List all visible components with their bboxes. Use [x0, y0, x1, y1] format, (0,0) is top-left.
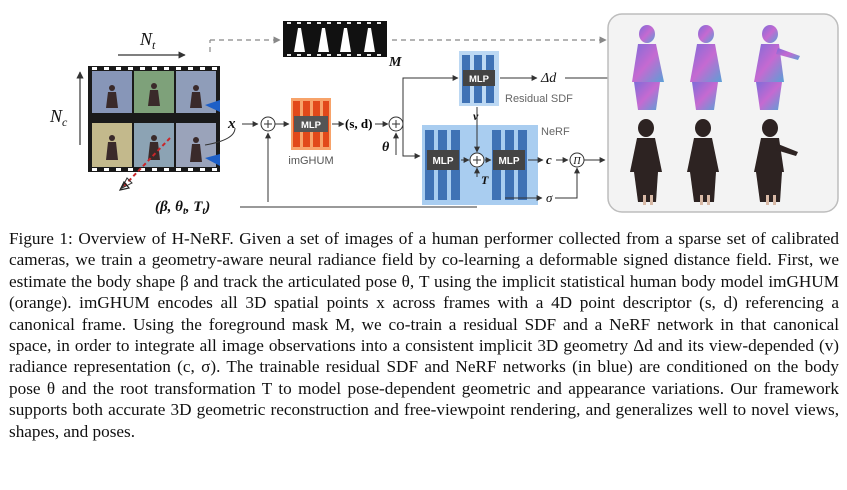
svg-text:(β, θt, Tt): (β, θt, Tt) — [155, 199, 210, 217]
svg-text:MLP: MLP — [432, 156, 453, 167]
frames-axis-label: Nt — [118, 29, 186, 59]
foreground-mask-strip: M — [283, 21, 402, 70]
dashed-mask-arrows — [209, 36, 607, 52]
cameras-axis-label: Nc — [49, 71, 84, 145]
results-panel — [607, 13, 839, 213]
svg-text:T: T — [481, 173, 489, 187]
caption-line: and appearance variations. Our framework… — [9, 378, 839, 420]
caption-line: points x across frames with a 4D point d… — [9, 293, 840, 334]
caption-line: signed distance field. First, we estimat… — [9, 250, 840, 291]
caption-line: the implicit statistical human body mode… — [9, 271, 839, 313]
svg-text:imGHUM: imGHUM — [288, 155, 333, 167]
residual-sdf-network: MLP Residual SDF Δd — [402, 51, 626, 159]
mask-label: M — [388, 55, 402, 70]
svg-text:c: c — [546, 152, 552, 167]
svg-text:Nt: Nt — [139, 29, 156, 52]
svg-text:MLP: MLP — [498, 156, 519, 167]
caption-line: (v) radiance representation (c, σ). The … — [9, 336, 840, 377]
svg-text:Residual SDF: Residual SDF — [505, 93, 573, 105]
input-video-frames — [88, 66, 220, 191]
svg-text:θ: θ — [382, 140, 390, 155]
appearance-renders — [630, 119, 798, 202]
svg-text:x: x — [227, 116, 236, 132]
svg-text:NeRF: NeRF — [541, 126, 570, 138]
shape-pose-inputs: (β, θt, Tt) — [155, 199, 477, 217]
svg-text:σ: σ — [546, 190, 553, 205]
caption-line: free-viewpoint rendering, and generalize… — [9, 400, 839, 441]
imghum-network: MLP imGHUM (s, d) θ — [288, 98, 404, 167]
svg-text:MLP: MLP — [301, 120, 322, 131]
svg-text:Δd: Δd — [540, 71, 557, 86]
caption-line: Figure 1: Overview of H-NeRF. Given a se… — [9, 229, 722, 248]
overview-figure: Nt Nc — [49, 13, 839, 217]
svg-text:Π: Π — [572, 156, 581, 167]
figure-caption: Figure 1: Overview of H-NeRF. Given a se… — [9, 228, 839, 442]
caption-line: set of calibrated cameras, we train a ge… — [9, 229, 840, 270]
caption-line: conditioned on the body pose θ and the r… — [9, 357, 839, 398]
svg-text:Nc: Nc — [49, 106, 68, 129]
geometry-renders — [632, 25, 800, 110]
caption-line: foreground mask M, we co-train a residua… — [9, 314, 840, 356]
svg-text:v: v — [473, 109, 479, 123]
nerf-network: NeRF MLP MLP v T c Π σ — [422, 107, 606, 205]
svg-text:(s, d): (s, d) — [345, 116, 372, 131]
caption-line: to integrate all image observations into… — [116, 336, 814, 356]
svg-text:MLP: MLP — [469, 74, 490, 85]
point-input-flow: x — [204, 116, 290, 202]
